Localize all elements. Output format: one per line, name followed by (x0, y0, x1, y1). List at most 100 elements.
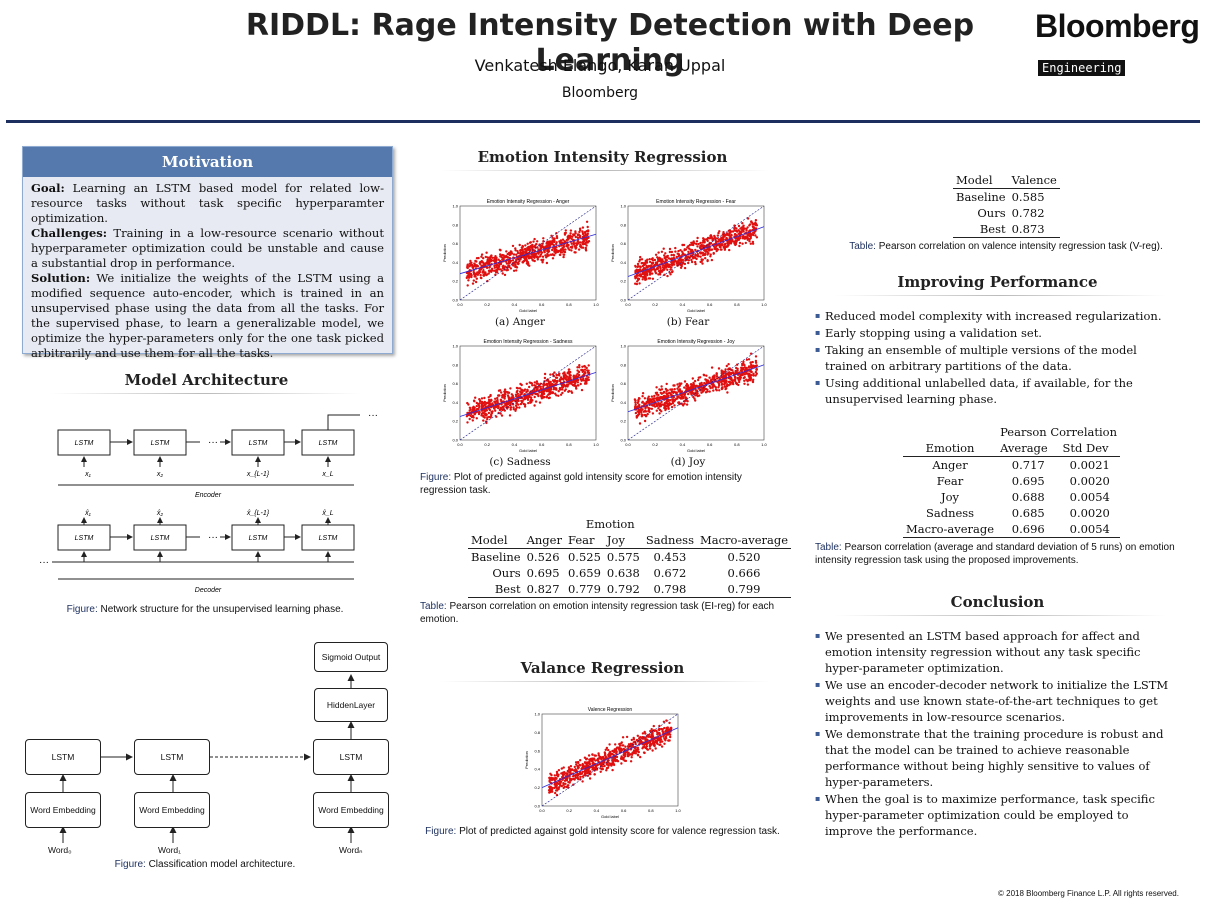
pearson-group-header: Pearson Correlation (1000, 425, 1118, 439)
scatter-point (634, 401, 637, 404)
scatter-point (641, 261, 645, 265)
x-tick-label: 0.0 (457, 442, 463, 447)
scatter-point (471, 266, 475, 270)
scatter-point (720, 375, 724, 378)
scatter-point (558, 372, 561, 375)
table-cell: Joy (941, 490, 960, 504)
scatter-point (738, 375, 741, 378)
scatter-point (641, 395, 644, 398)
scatter-point (724, 387, 727, 391)
y-axis-label: Prediction (442, 244, 447, 262)
scatter-point (609, 750, 612, 754)
scatter-point (566, 772, 569, 776)
scatter-point (754, 359, 758, 363)
scatter-point (605, 746, 609, 750)
scatter-point (670, 257, 674, 260)
scatter-point (648, 260, 652, 264)
scatter-point (683, 380, 687, 383)
scatter-point (514, 247, 517, 250)
scatter-point (560, 386, 564, 389)
y-tick-label: 1.0 (452, 344, 458, 349)
scatter-point (497, 266, 500, 269)
x-tick-label: 0.6 (707, 442, 713, 447)
scatter-point (520, 383, 523, 387)
scatter-point (512, 269, 516, 272)
scatter-point (491, 410, 494, 413)
scatter-point (717, 231, 720, 235)
scatter-point (528, 256, 531, 259)
scatter-point (538, 401, 542, 404)
scatter-point (553, 782, 557, 785)
table-cell: 0.688 (1011, 490, 1045, 504)
scatter-point (646, 273, 649, 277)
scatter-point (751, 242, 755, 245)
scatter-point (671, 270, 674, 273)
scatter-point (710, 248, 713, 251)
scatter-point (743, 382, 746, 385)
scatter-point (677, 249, 680, 253)
scatter-point (710, 366, 714, 369)
scatter-point (660, 410, 663, 413)
scatter-point (551, 383, 554, 386)
scatter-point (648, 258, 651, 261)
scatter-point (717, 243, 721, 247)
fig2-caption: Figure: Classification model architectur… (30, 858, 380, 871)
scatter-point (754, 361, 758, 364)
y-tick-label: 0.0 (452, 298, 458, 303)
scatter-point (544, 254, 547, 257)
scatter-point (469, 414, 472, 418)
y-tick-label: 0.2 (620, 279, 626, 284)
scatter-point (571, 768, 574, 771)
scatter-point (677, 258, 680, 262)
reference-line (627, 205, 765, 301)
scatter-point (657, 273, 660, 276)
valance-regression-title: Valance Regression (520, 659, 685, 677)
scatter-point (726, 391, 729, 394)
scatter-point (741, 235, 744, 238)
scatter-point (616, 746, 619, 749)
y-tick-label: 0.2 (620, 419, 626, 424)
scatter-point (518, 243, 521, 247)
scatter-point (679, 263, 683, 267)
scatter-point (563, 389, 566, 392)
scatter-point (670, 253, 673, 257)
scatter-point (614, 748, 617, 752)
table-cell: 0.0054 (1069, 490, 1110, 504)
scatter-point (549, 380, 552, 384)
scatter-point (694, 253, 697, 257)
scatter-point (693, 379, 697, 383)
decoder-lstm-1-label: LSTM (75, 535, 94, 542)
scatter-point (686, 255, 689, 259)
scatter-point (572, 374, 576, 377)
scatter-point (703, 381, 706, 385)
y-tick-label: 0.0 (452, 438, 458, 443)
scatter-point (580, 246, 583, 249)
table-cell: 0.638 (606, 566, 640, 580)
scatter-point (508, 261, 512, 264)
scatter-point (498, 408, 502, 412)
scatter-point (524, 395, 527, 398)
scatter-point (623, 754, 627, 758)
y-tick-label: 0.6 (534, 748, 540, 753)
scatter-point (487, 262, 490, 266)
scatter-point (567, 371, 570, 375)
scatter-point (691, 377, 694, 380)
scatter-point (650, 728, 653, 731)
scatter-point (699, 376, 702, 379)
scatter-point (709, 242, 713, 245)
valence-fig-caption-text: Plot of predicted against gold intensity… (459, 826, 780, 837)
scatter-point (520, 401, 524, 404)
scatter-point (678, 384, 681, 387)
scatter-point (695, 257, 698, 261)
list-item: Using additional unlabelled data, if ava… (815, 375, 1175, 407)
scatter-point (746, 226, 749, 229)
scatter-point (664, 260, 667, 263)
scatter-point (638, 422, 642, 425)
scatter-point (645, 745, 649, 748)
fit-line (627, 364, 765, 413)
scatter-point (562, 250, 565, 253)
fig2-caption-text: Classification model architecture. (148, 859, 296, 870)
scatter-point (648, 277, 652, 280)
scatter-point (636, 415, 639, 418)
